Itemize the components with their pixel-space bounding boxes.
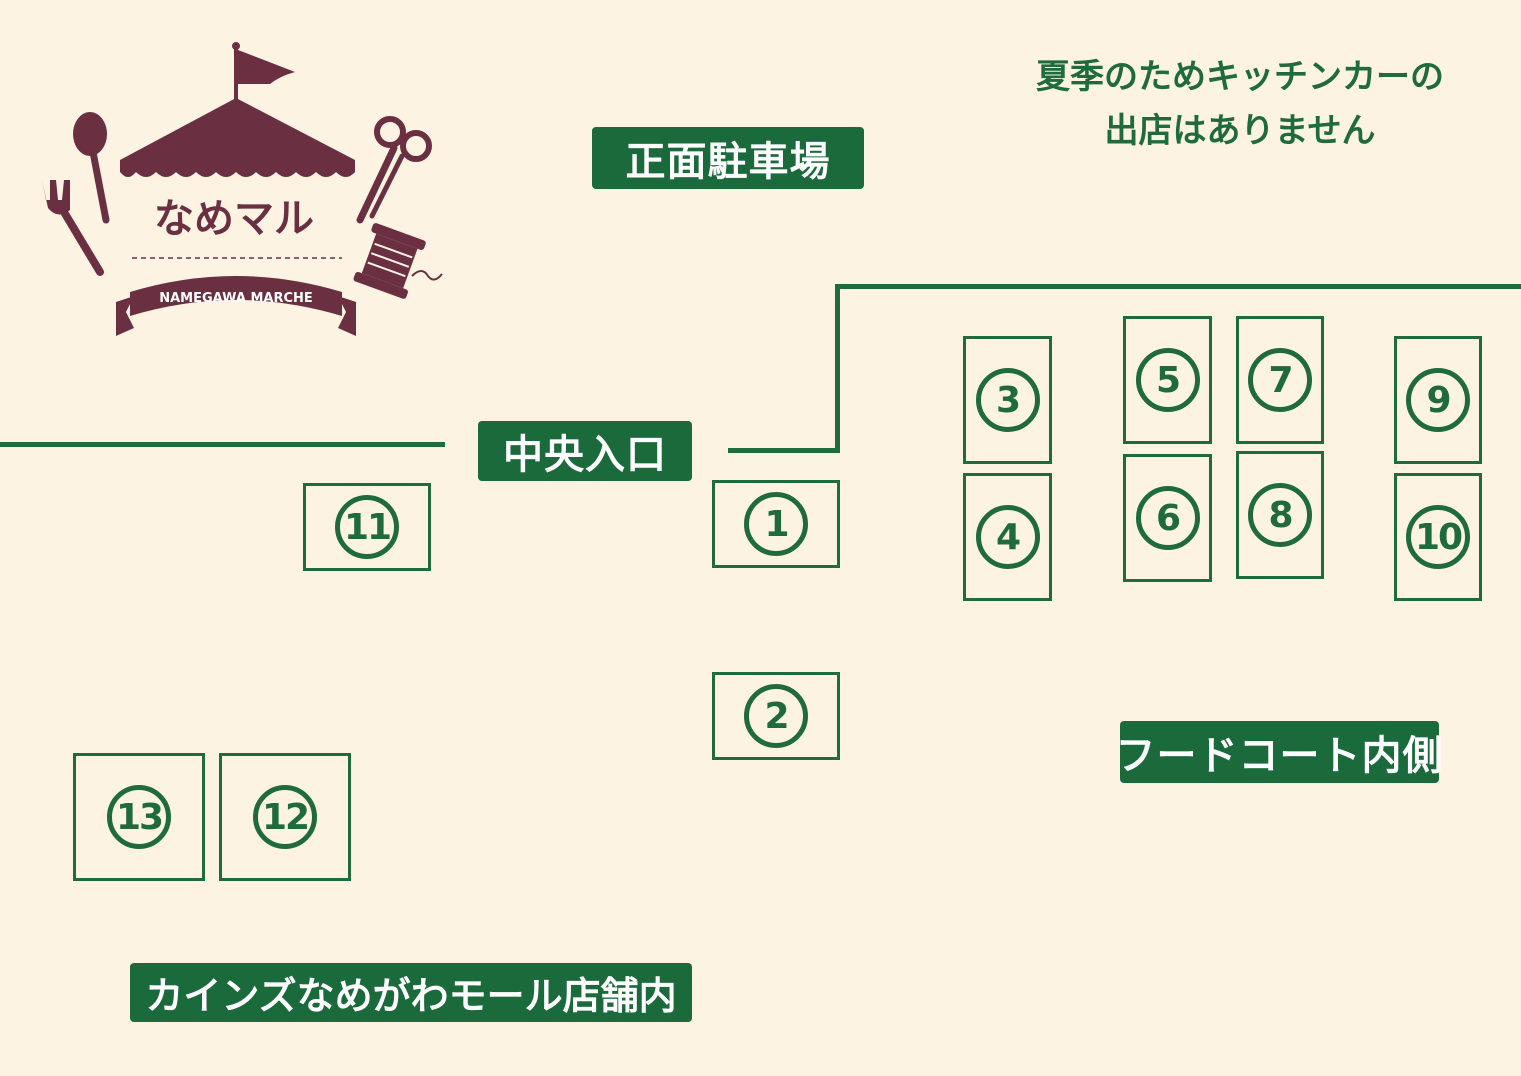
booth-8[interactable]: 8 (1236, 451, 1324, 579)
booth-number: 3 (975, 368, 1040, 432)
booth-11[interactable]: 11 (303, 483, 431, 571)
booth-13[interactable]: 13 (73, 753, 205, 881)
wall-left (0, 442, 445, 447)
booth-7[interactable]: 7 (1236, 316, 1324, 444)
booth-number: 1 (744, 492, 808, 556)
booth-9[interactable]: 9 (1394, 336, 1482, 464)
wall-top (835, 284, 1521, 289)
booth-number: 6 (1135, 486, 1200, 550)
booth-number: 11 (335, 495, 399, 559)
booth-10[interactable]: 10 (1394, 473, 1482, 601)
logo-title: なめマル (154, 196, 314, 242)
booth-12[interactable]: 12 (219, 753, 351, 881)
booth-number: 2 (744, 684, 808, 748)
booth-1[interactable]: 1 (712, 480, 840, 568)
central-entrance-label: 中央入口 (478, 421, 692, 481)
front-parking-label: 正面駐車場 (592, 127, 864, 189)
booth-2[interactable]: 2 (712, 672, 840, 760)
booth-number: 12 (253, 785, 317, 849)
booth-number: 9 (1406, 368, 1470, 432)
booth-number: 5 (1135, 348, 1200, 412)
booth-3[interactable]: 3 (963, 336, 1052, 464)
booth-number: 8 (1248, 483, 1312, 547)
booth-number: 4 (975, 505, 1040, 569)
mall-inside-label: カインズなめがわモール店舗内 (130, 963, 692, 1022)
food-court-label: フードコート内側 (1116, 721, 1443, 783)
notice-line-2: 出店はありません (1104, 111, 1376, 151)
booth-number: 7 (1248, 348, 1312, 412)
booth-number: 13 (107, 785, 171, 849)
logo-subtitle: NAMEGAWA MARCHE (159, 291, 313, 306)
wall-entrance-right (728, 448, 840, 453)
booth-5[interactable]: 5 (1123, 316, 1212, 444)
notice-text: 夏季のためキッチンカーの 出店はありません (1010, 50, 1470, 158)
booth-6[interactable]: 6 (1123, 454, 1212, 582)
namegawa-marche-logo: なめマル NAMEGAWA MARCHE (42, 42, 443, 336)
booth-4[interactable]: 4 (963, 473, 1052, 601)
notice-line-1: 夏季のためキッチンカーの (1036, 57, 1444, 97)
wall-vertical (835, 284, 840, 453)
booth-number: 10 (1406, 505, 1470, 569)
